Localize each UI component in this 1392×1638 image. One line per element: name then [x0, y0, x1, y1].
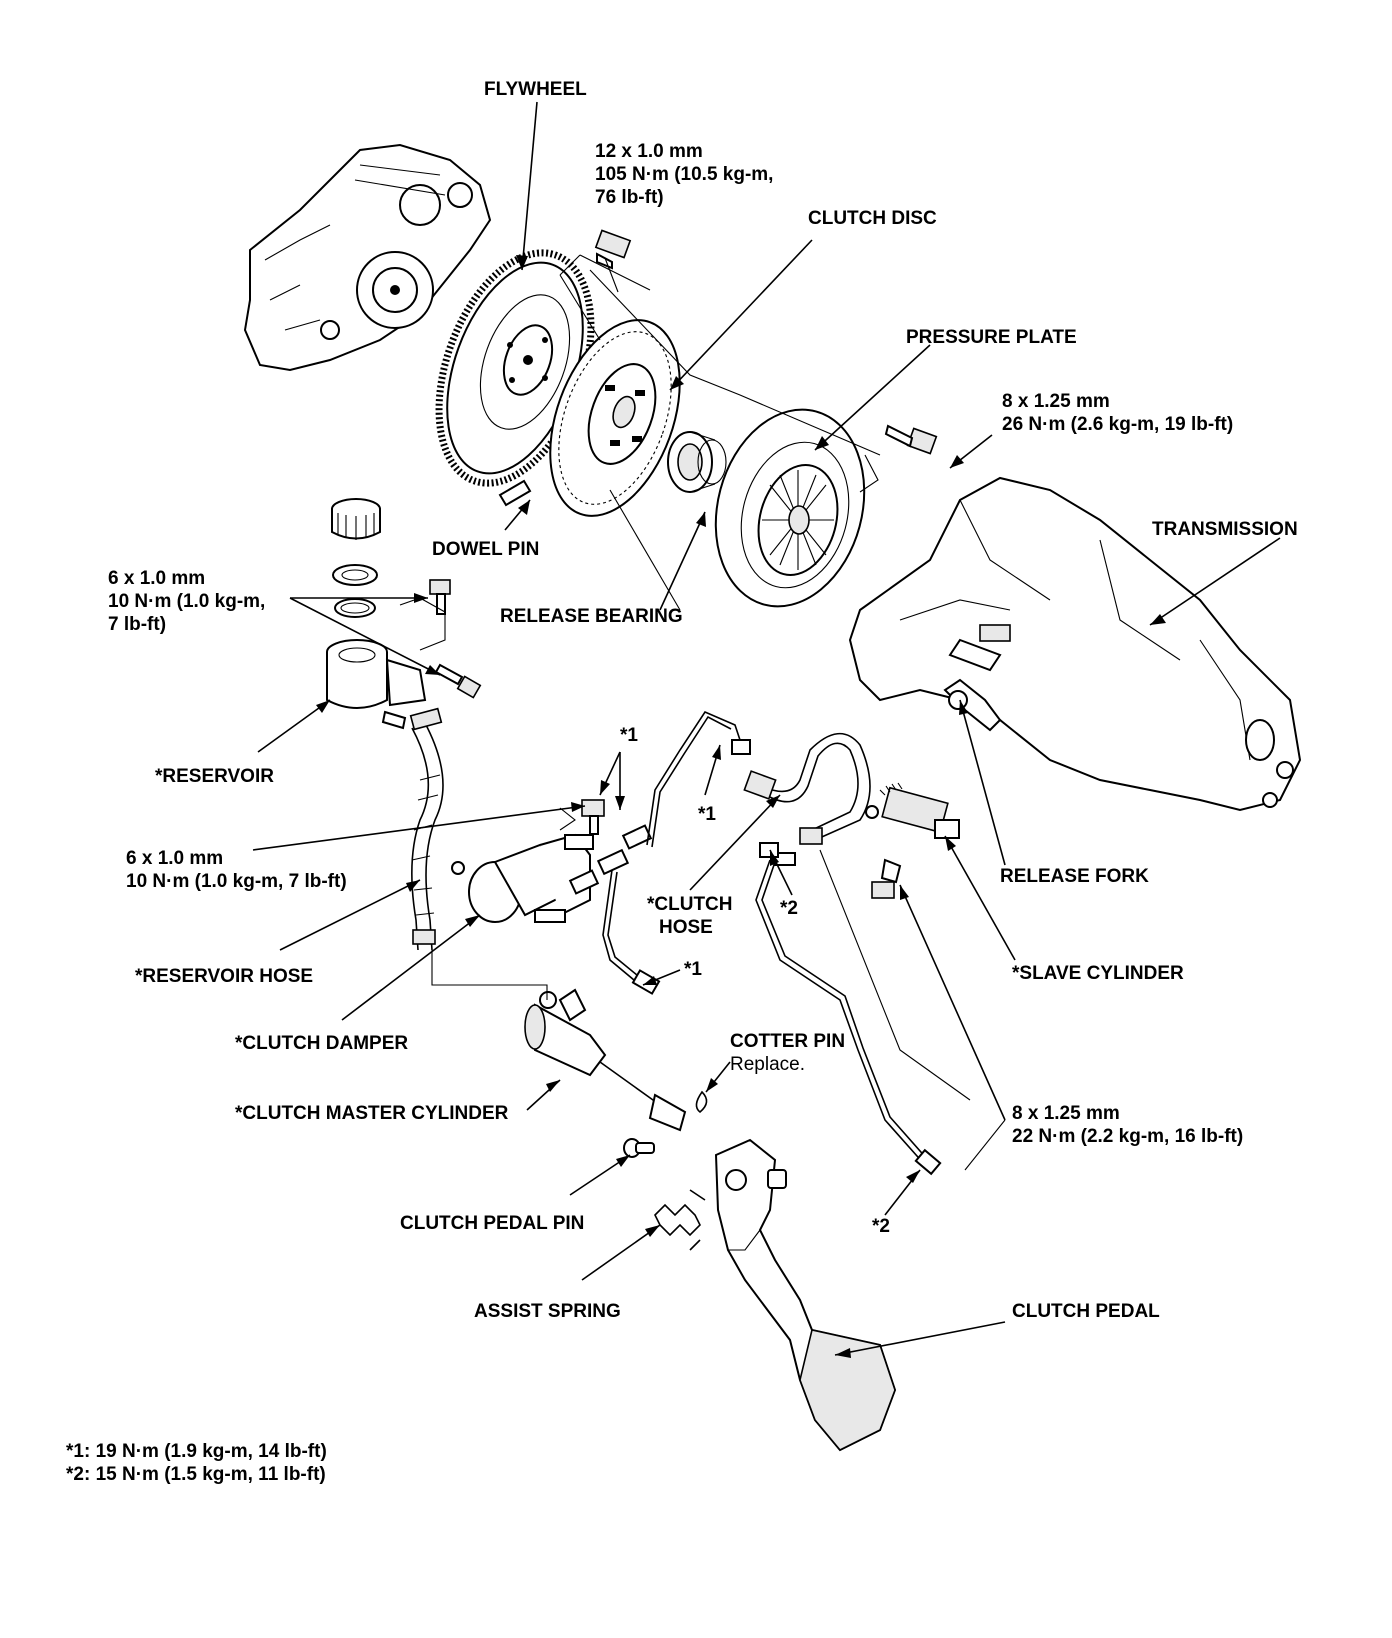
clutch-pedal-label: CLUTCH PEDAL [1012, 1301, 1160, 1322]
slave-bolt-torque: 22 N·m (2.2 kg-m, 16 lb-ft) [1012, 1126, 1244, 1147]
release-bearing [667, 431, 727, 493]
clutch-master-cylinder [524, 988, 687, 1132]
leader-arrowheads [316, 255, 1166, 1358]
pressure-plate [714, 408, 866, 608]
pressure-plate-bolt [884, 424, 938, 455]
torque-ref-2-low: *2 [872, 1216, 890, 1237]
clutch-hose-label-line2: HOSE [659, 917, 713, 938]
reservoir-bolt-spec: 6 x 1.0 mm 10 N·m (1.0 kg-m, 7 lb-ft) [108, 567, 265, 636]
footnote-2: *2: 15 N·m (1.5 kg-m, 11 lb-ft) [66, 1464, 326, 1485]
clutch-damper [451, 833, 594, 923]
clutch-hose-label: *CLUTCH HOSE [647, 893, 733, 939]
reservoir-gasket [334, 598, 376, 618]
engine-block [243, 143, 492, 372]
reservoir-bolt-torque-lbft: 7 lb-ft) [108, 614, 167, 635]
reservoir-bolt-lower [434, 663, 482, 699]
assist-spring-label: ASSIST SPRING [474, 1301, 621, 1322]
reservoir-label: *RESERVOIR [155, 766, 274, 787]
damper-fittings [568, 824, 653, 895]
pressure-plate-bolt-torque: 26 N·m (2.6 kg-m, 19 lb-ft) [1002, 414, 1234, 435]
flywheel-bolt-size: 12 x 1.0 mm [595, 141, 703, 162]
pressure-plate-bolt-size: 8 x 1.25 mm [1002, 391, 1110, 412]
slave-bolt-size: 8 x 1.25 mm [1012, 1103, 1120, 1124]
reservoir-cap [331, 498, 381, 540]
clutch-disc-label: CLUTCH DISC [808, 208, 937, 229]
pressure-plate-label: PRESSURE PLATE [906, 327, 1077, 348]
torque-ref-1-low: *1 [684, 959, 702, 980]
cotter-pin-name: COTTER PIN [730, 1031, 846, 1052]
slave-cylinder [865, 782, 960, 839]
flywheel-label: FLYWHEEL [484, 79, 587, 100]
cotter-pin [695, 1090, 708, 1114]
release-bearing-label: RELEASE BEARING [500, 606, 683, 627]
clutch-hose-label-line1: *CLUTCH [647, 894, 733, 915]
dowel-pin-label: DOWEL PIN [432, 539, 540, 560]
flywheel-bolt-torque-lbft: 76 lb-ft) [595, 187, 664, 208]
slave-cylinder-label: *SLAVE CYLINDER [1012, 963, 1184, 984]
transmission [848, 476, 1302, 812]
release-fork-label: RELEASE FORK [1000, 866, 1149, 887]
torque-ref-1-mid: *1 [698, 804, 716, 825]
dowel-pin [498, 479, 532, 507]
torque-ref-1-top: *1 [620, 725, 638, 746]
master-cylinder-label: *CLUTCH MASTER CYLINDER [235, 1103, 509, 1124]
reservoir-bolt-torque: 10 N·m (1.0 kg-m, [108, 591, 266, 612]
torque-ref-2-mid: *2 [780, 898, 798, 919]
damper-bolt-size: 6 x 1.0 mm [126, 848, 224, 869]
torque-footnotes: *1: 19 N·m (1.9 kg-m, 14 lb-ft) *2: 15 N… [66, 1440, 327, 1486]
transmission-label: TRANSMISSION [1152, 519, 1298, 540]
flywheel-bolt-spec: 12 x 1.0 mm 105 N·m (10.5 kg-m, 76 lb-ft… [595, 140, 773, 209]
pressure-plate-bolt-spec: 8 x 1.25 mm 26 N·m (2.6 kg-m, 19 lb-ft) [1002, 390, 1233, 436]
clutch-damper-label: *CLUTCH DAMPER [235, 1033, 409, 1054]
flywheel-bolt [594, 229, 632, 270]
assist-spring [654, 1189, 706, 1251]
flywheel-bolt-torque: 105 N·m (10.5 kg-m, [595, 164, 774, 185]
damper-bolt [581, 799, 605, 835]
hydraulic-line-2 [755, 842, 942, 1176]
damper-bolt-torque: 10 N·m (1.0 kg-m, 7 lb-ft) [126, 871, 347, 892]
clutch-disc [549, 319, 681, 517]
clutch-pedal [714, 1138, 897, 1452]
reservoir-hose-label: *RESERVOIR HOSE [135, 966, 314, 987]
slave-cylinder-bolt [871, 858, 902, 899]
flywheel [435, 249, 595, 487]
clutch-pedal-pin-label: CLUTCH PEDAL PIN [400, 1213, 585, 1234]
slave-bolt-spec: 8 x 1.25 mm 22 N·m (2.2 kg-m, 16 lb-ft) [1012, 1102, 1243, 1148]
reservoir [326, 639, 427, 730]
cotter-pin-note: Replace. [730, 1054, 805, 1075]
hydraulic-line-1 [602, 710, 751, 995]
damper-bolt-spec: 6 x 1.0 mm 10 N·m (1.0 kg-m, 7 lb-ft) [126, 847, 347, 893]
reservoir-hose [409, 707, 444, 951]
reservoir-bolt-size: 6 x 1.0 mm [108, 568, 206, 589]
footnote-1: *1: 19 N·m (1.9 kg-m, 14 lb-ft) [66, 1441, 327, 1462]
clutch-hose [743, 732, 871, 866]
clutch-pedal-pin [623, 1138, 655, 1158]
cotter-pin-label: COTTER PIN Replace. [730, 1030, 845, 1076]
reservoir-seal [332, 564, 378, 586]
